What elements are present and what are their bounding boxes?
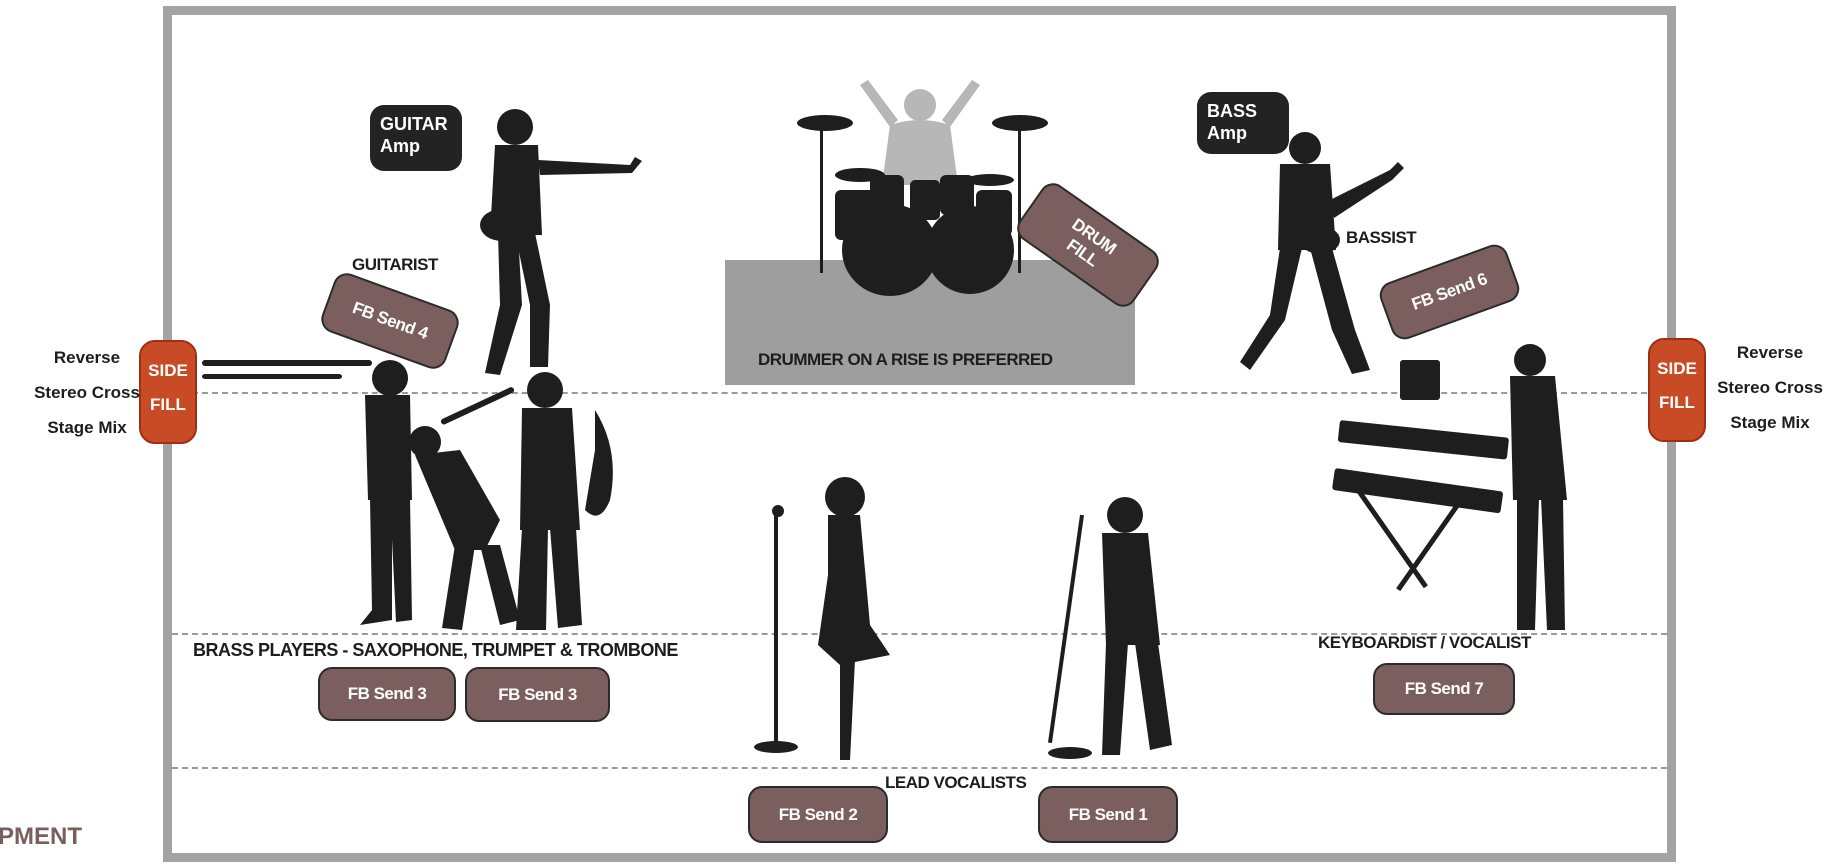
reverse-mix-right-line2: Stereo Cross <box>1705 370 1835 405</box>
reverse-mix-right-line1: Reverse <box>1705 335 1835 370</box>
lead-vocalists-label: LEAD VOCALISTS <box>885 773 1026 793</box>
bass-amp-line1: BASS <box>1207 100 1279 122</box>
keyboardist-silhouette <box>1305 350 1575 640</box>
corner-cropped-text: PMENT <box>0 823 82 851</box>
reverse-mix-left-line2: Stereo Cross <box>22 375 152 410</box>
keyboardist-label: KEYBOARDIST / VOCALIST <box>1318 633 1531 653</box>
reverse-mix-right-line3: Stage Mix <box>1705 405 1835 440</box>
fb-send-brass-a: FB Send 3 <box>318 667 456 721</box>
bassist-silhouette <box>1240 130 1420 380</box>
fb-send-brass-b: FB Send 3 <box>465 667 610 722</box>
fb-send-vocalist-a: FB Send 2 <box>748 786 888 843</box>
brass-label: BRASS PLAYERS - SAXOPHONE, TRUMPET & TRO… <box>193 640 678 661</box>
guitarist-label: GUITARIST <box>352 255 438 275</box>
reverse-mix-left-line3: Stage Mix <box>22 410 152 445</box>
reverse-mix-left: Reverse Stereo Cross Stage Mix <box>22 340 152 445</box>
brass-players-silhouette <box>200 350 660 630</box>
guitar-amp-line2: Amp <box>380 135 452 157</box>
bassist-label: BASSIST <box>1346 228 1416 248</box>
reverse-mix-right: Reverse Stereo Cross Stage Mix <box>1705 335 1835 440</box>
vocalist-female-silhouette <box>730 475 900 765</box>
guitar-amp: GUITAR Amp <box>370 105 462 171</box>
vocalist-male-silhouette <box>1010 495 1180 765</box>
fb-send-vocalist-b: FB Send 1 <box>1038 786 1178 843</box>
side-fill-right: SIDE FILL <box>1648 338 1706 442</box>
guitar-amp-line1: GUITAR <box>380 113 452 135</box>
fb-send-keyboardist: FB Send 7 <box>1373 663 1515 715</box>
side-fill-right-line1: SIDE <box>1650 352 1704 386</box>
drummer-label: DRUMMER ON A RISE IS PREFERRED <box>758 350 1053 370</box>
reverse-mix-left-line1: Reverse <box>22 340 152 375</box>
stage-divider-lower <box>172 767 1667 769</box>
side-fill-right-line2: FILL <box>1650 386 1704 420</box>
guitarist-silhouette <box>460 105 650 375</box>
drummer-silhouette <box>780 65 1060 295</box>
